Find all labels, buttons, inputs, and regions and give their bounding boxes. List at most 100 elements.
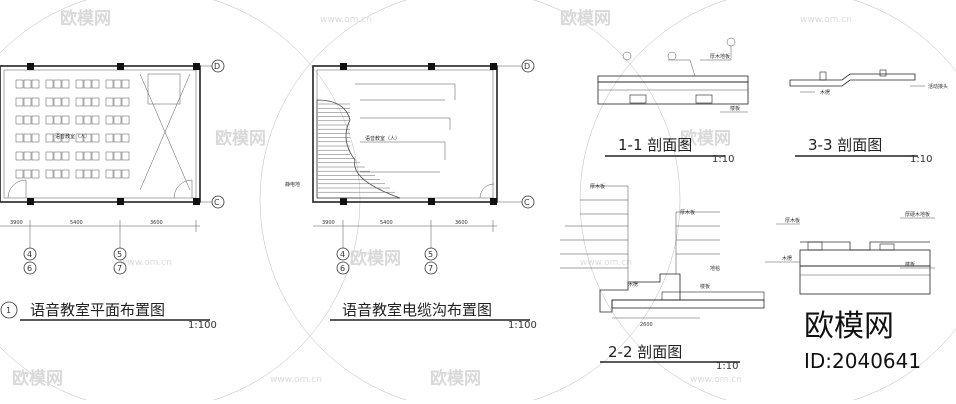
- leader-line: [668, 59, 696, 77]
- sec33-label-joist: 木楞: [820, 89, 830, 96]
- axis-4-label: 4: [27, 250, 32, 259]
- desk: [83, 79, 92, 89]
- axis-bubble: [521, 195, 535, 209]
- plan1-outline: [0, 65, 201, 203]
- axis-bubble: [336, 247, 350, 261]
- leader-line: [700, 46, 732, 61]
- concrete-base: [799, 265, 931, 295]
- watermark-brand: 欧模网: [350, 248, 401, 269]
- axis-bubble: [211, 59, 225, 73]
- step-profile: [800, 241, 930, 251]
- desk: [91, 79, 100, 89]
- plan2-title: 语音教室电缆沟布置图: [342, 301, 492, 319]
- plan1-room-label: 语音教室（人）: [55, 133, 90, 140]
- desk: [83, 115, 92, 125]
- plan1-dim-2: 3600: [150, 220, 163, 226]
- teacher-desk: [147, 73, 181, 105]
- desk: [53, 169, 62, 179]
- sec11-scale: 1:10: [712, 154, 734, 165]
- desk: [83, 169, 92, 179]
- column: [117, 198, 124, 205]
- desk: [121, 169, 130, 179]
- plan1-dim-0: 3900: [10, 220, 23, 226]
- desk: [113, 169, 122, 179]
- axis-d-label: D: [214, 62, 220, 71]
- plan1-number: 1: [6, 306, 11, 315]
- axis-d-label: D: [524, 62, 530, 71]
- plan-1-floor-layout: 语音教室（人） D C 3900 5400 3600 4 6 5 7 1 语音教…: [0, 59, 225, 331]
- desk: [105, 133, 114, 143]
- watermark-url: www.om.cn: [800, 15, 852, 25]
- desk: [91, 151, 100, 161]
- desk: [105, 151, 114, 161]
- desk: [31, 133, 40, 143]
- stamp-id: ID:2040641: [804, 349, 921, 373]
- floor-slab: [597, 81, 749, 105]
- desk-grid: [15, 79, 130, 179]
- desk: [113, 115, 122, 125]
- desk: [61, 79, 70, 89]
- column: [340, 198, 347, 205]
- sec22-title: 2-2 剖面图: [608, 343, 682, 361]
- desk: [45, 133, 54, 143]
- sec22-dim: 2600: [640, 322, 653, 328]
- plan1-dim-1: 5400: [70, 220, 83, 226]
- desk: [61, 97, 70, 107]
- section-1-1: 厚木地板 楼板 1-1 剖面图 1:10: [597, 37, 749, 165]
- desk: [91, 97, 100, 107]
- axis-bubble: [424, 247, 438, 261]
- desk: [75, 97, 84, 107]
- sec11-title: 1-1 剖面图: [618, 136, 692, 154]
- watermark-brand: 欧模网: [215, 128, 266, 149]
- diagonal-line: [139, 73, 191, 191]
- sec33-scale: 1:10: [910, 154, 932, 165]
- desk: [61, 133, 70, 143]
- plan2-outline: [312, 65, 498, 203]
- watermark-brand: 欧模网: [680, 128, 731, 149]
- sec44-label-0: 厚木板: [785, 217, 800, 224]
- watermark-brand: 欧模网: [430, 368, 481, 389]
- desk: [61, 115, 70, 125]
- desk: [83, 151, 92, 161]
- desk: [121, 151, 130, 161]
- desk: [23, 97, 32, 107]
- plan1-inner-outline: [3, 69, 197, 199]
- desk: [31, 151, 40, 161]
- plan2-dim-1: 5400: [380, 220, 393, 226]
- axis-4-label: 4: [340, 250, 345, 259]
- axis-6-label: 6: [340, 264, 345, 273]
- column: [428, 63, 435, 70]
- desk: [31, 79, 40, 89]
- column: [340, 63, 347, 70]
- desk: [75, 151, 84, 161]
- desk: [45, 115, 54, 125]
- watermark-url: www.om.cn: [270, 375, 322, 385]
- desk: [75, 79, 84, 89]
- watermark-url: www.om.cn: [320, 15, 372, 25]
- watermark-url: www.om.cn: [580, 258, 632, 268]
- step-profile: [599, 273, 681, 313]
- axis-bubble: [113, 247, 127, 261]
- stamp-brand: 欧模网: [804, 309, 894, 344]
- section-4-4-detail: 厚木板 厚硬木地板 木楞 楼板: [765, 211, 935, 295]
- door-swing: [479, 183, 495, 199]
- desk: [121, 115, 130, 125]
- plan2-scale: 1:100: [508, 320, 537, 331]
- axis-bubble: [23, 261, 37, 275]
- axis-5-label: 5: [428, 250, 433, 259]
- sec22-label-4: 楼板: [700, 283, 710, 290]
- joist: [879, 69, 887, 77]
- desk: [83, 133, 92, 143]
- desk: [45, 151, 54, 161]
- axis-bubble: [113, 261, 127, 275]
- desk: [23, 169, 32, 179]
- desk: [31, 169, 40, 179]
- step-profile: [789, 73, 916, 87]
- watermark-arc: [579, 0, 956, 404]
- column: [27, 63, 34, 70]
- desk: [121, 133, 130, 143]
- axis-5-label: 5: [117, 250, 122, 259]
- cable-trench-path: [355, 83, 456, 173]
